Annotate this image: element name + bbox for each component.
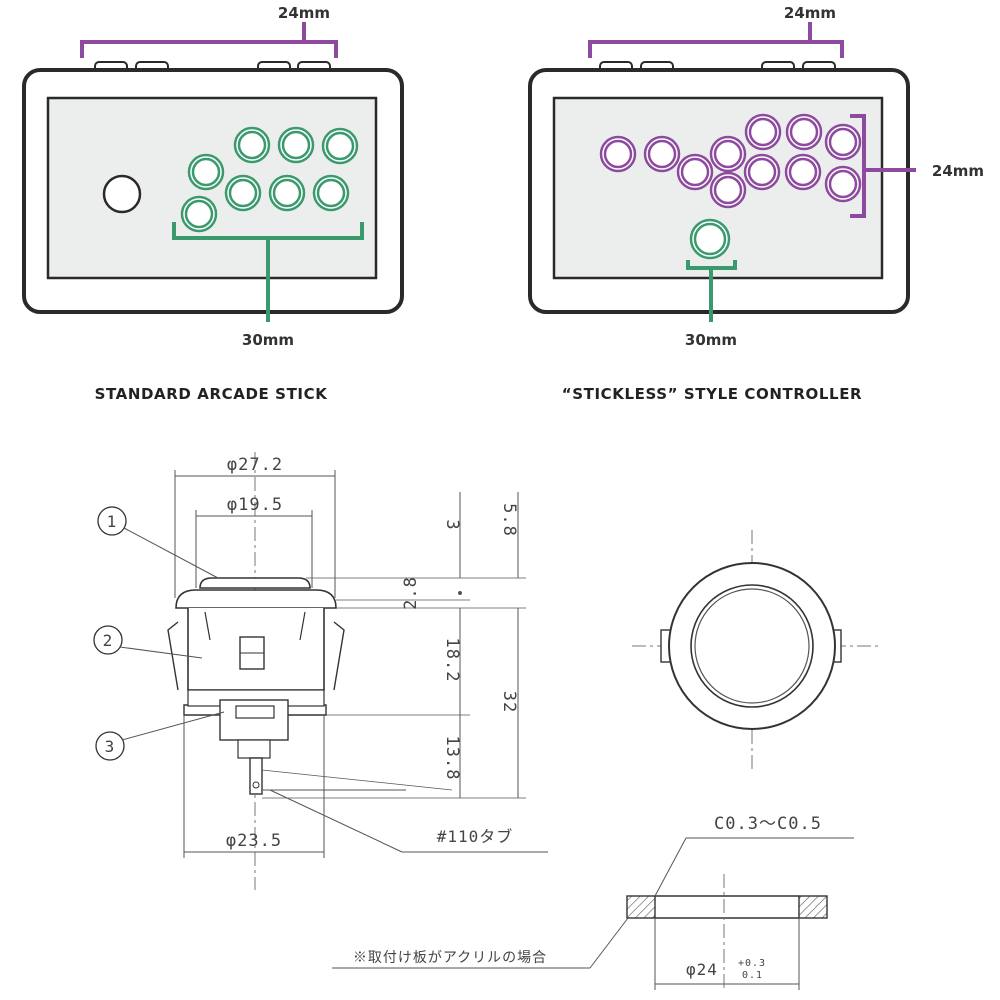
stickless-controller-caption: “STICKLESS” STYLE CONTROLLER [562, 385, 862, 403]
dim-bottom-height: 13.8 [442, 736, 462, 781]
joystick-icon [102, 174, 142, 214]
svg-text:+0.3: +0.3 [738, 958, 766, 969]
standard-arcade-stick-panel: 24mm 30mm STANDARD ARCADE STICK [22, 4, 404, 403]
panel-material-note: ※取付け板がアクリルの場合 [353, 950, 547, 966]
dim-outer-diameter: φ27.2 [227, 455, 283, 475]
button-cluster [599, 113, 862, 209]
standard-bottom-spacing-label: 30mm [242, 331, 294, 349]
callout-2 [93, 625, 123, 655]
svg-text:1: 1 [107, 512, 118, 531]
svg-text:φ24: φ24 [686, 960, 718, 979]
chamfer-note: C0.3〜C0.5 [714, 814, 822, 834]
tab-note: #110タブ [437, 827, 514, 846]
button-side-view-drawing: φ27.2 φ19.5 φ23.5 [93, 452, 548, 890]
mounting-hole-section: φ24 +0.3 0.1 C0.3〜C0.5 ※取付け板がアクリルの場合 [332, 814, 854, 990]
standard-arcade-stick-caption: STANDARD ARCADE STICK [95, 385, 329, 403]
dim-inner-diameter: φ19.5 [227, 495, 283, 515]
dim-top-height: 5.8 [499, 503, 519, 537]
callout-3 [95, 731, 125, 761]
button-cluster [180, 126, 359, 233]
standard-top-spacing-label: 24mm [278, 4, 330, 22]
button-top-view-drawing [632, 530, 880, 770]
svg-text:2: 2 [103, 631, 114, 650]
stickless-bottom-spacing-label: 30mm [685, 331, 737, 349]
dim-base-diameter: φ23.5 [226, 831, 282, 851]
hole-diameter-dimension: φ24 +0.3 0.1 [686, 958, 766, 981]
dim-flange-height: 2.8 [401, 576, 421, 610]
stickless-top-spacing-label: 24mm [784, 4, 836, 22]
stickless-controller-panel: 24mm 24mm 30mm “STICKLESS” STYLE CONTROL… [528, 4, 984, 403]
dim-total-height: 32 [499, 691, 519, 713]
dim-body-height: 18.2 [442, 638, 462, 683]
dim-cap-height: 3 [442, 519, 462, 530]
callout-1 [97, 506, 127, 536]
thumb-button [689, 218, 731, 260]
svg-text:3: 3 [105, 737, 116, 756]
svg-text:0.1: 0.1 [742, 970, 763, 981]
stickless-side-spacing-label: 24mm [932, 162, 984, 180]
